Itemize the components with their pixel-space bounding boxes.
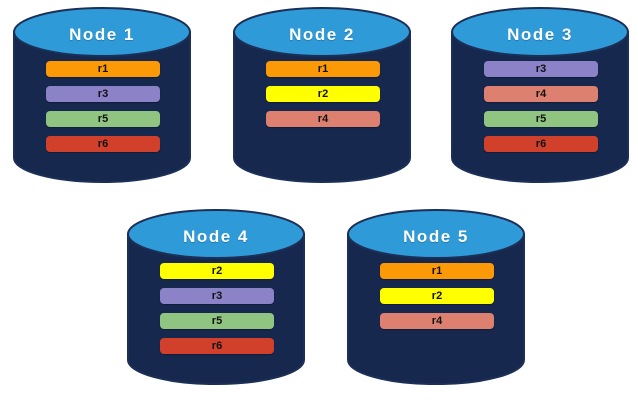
cylinder-top-ellipse <box>13 7 191 57</box>
record-bar[interactable]: r6 <box>160 338 274 354</box>
record-bar[interactable]: r3 <box>160 288 274 304</box>
cylinder-top-ellipse <box>127 209 305 259</box>
record-bar[interactable]: r4 <box>266 111 380 127</box>
record-list: r3 r4 r5 r6 <box>484 61 598 161</box>
record-bar[interactable]: r5 <box>46 111 160 127</box>
cylinder-top-ellipse <box>233 7 411 57</box>
record-bar[interactable]: r3 <box>484 61 598 77</box>
record-bar[interactable]: r4 <box>484 86 598 102</box>
record-bar[interactable]: r1 <box>380 263 494 279</box>
record-list: r2 r3 r5 r6 <box>160 263 274 363</box>
record-bar[interactable]: r6 <box>46 136 160 152</box>
cylinder-top-ellipse <box>347 209 525 259</box>
record-bar[interactable]: r5 <box>484 111 598 127</box>
record-list: r1 r2 r4 <box>266 61 380 136</box>
record-bar[interactable]: r2 <box>380 288 494 304</box>
record-bar[interactable]: r6 <box>484 136 598 152</box>
record-bar[interactable]: r4 <box>380 313 494 329</box>
record-list: r1 r3 r5 r6 <box>46 61 160 161</box>
record-bar[interactable]: r2 <box>160 263 274 279</box>
record-bar[interactable]: r2 <box>266 86 380 102</box>
record-bar[interactable]: r1 <box>46 61 160 77</box>
record-bar[interactable]: r5 <box>160 313 274 329</box>
cylinder-top-ellipse <box>451 7 629 57</box>
record-bar[interactable]: r3 <box>46 86 160 102</box>
record-bar[interactable]: r1 <box>266 61 380 77</box>
record-list: r1 r2 r4 <box>380 263 494 338</box>
